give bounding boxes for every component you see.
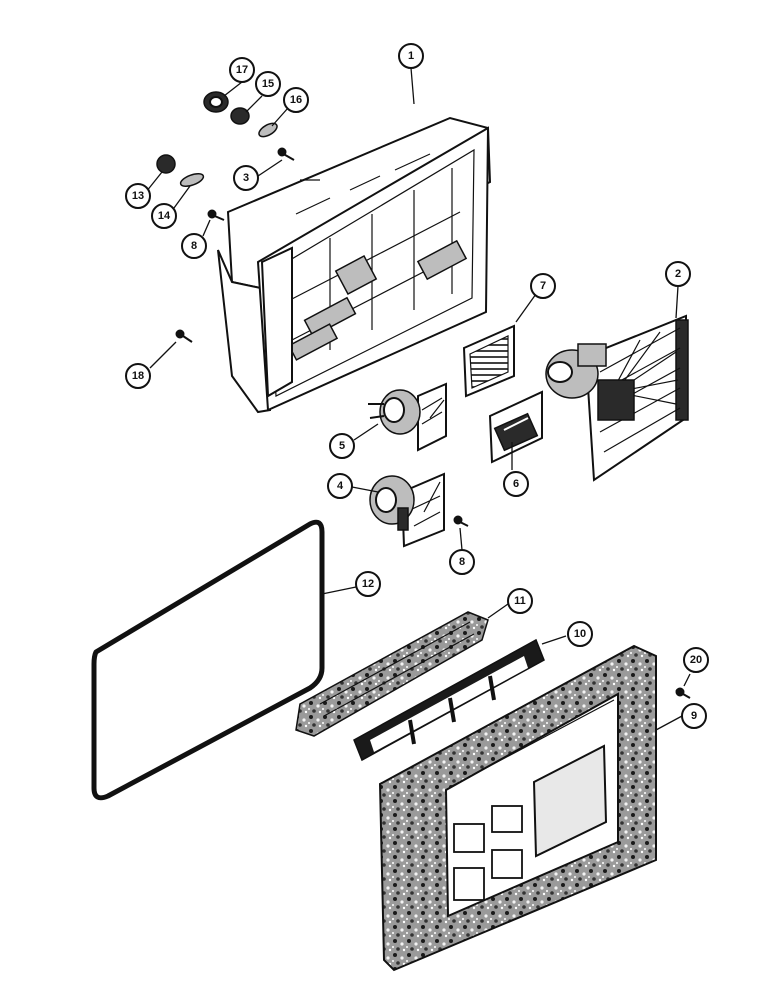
bezel-frame-10 [353, 638, 545, 762]
svg-text:1: 1 [408, 50, 414, 62]
callout-3: 3 [233, 165, 259, 191]
svg-text:9: 9 [691, 710, 697, 722]
callout-8-upper: 8 [181, 233, 207, 259]
callout-12: 12 [355, 571, 381, 597]
svg-text:17: 17 [236, 64, 248, 76]
svg-text:13: 13 [132, 190, 144, 202]
svg-text:14: 14 [158, 210, 171, 222]
svg-text:11: 11 [514, 595, 526, 607]
callout-2: 2 [665, 261, 691, 287]
svg-text:6: 6 [513, 478, 519, 490]
svg-text:16: 16 [290, 94, 302, 106]
callout-5: 5 [329, 433, 355, 459]
svg-text:4: 4 [337, 480, 344, 492]
svg-text:2: 2 [675, 268, 681, 280]
front-panel-9 [378, 644, 657, 972]
svg-text:12: 12 [362, 578, 374, 590]
callout-4: 4 [327, 473, 353, 499]
callout-20: 20 [683, 647, 709, 673]
callout-7: 7 [530, 273, 556, 299]
callout-10: 10 [567, 621, 593, 647]
svg-text:8: 8 [459, 556, 465, 568]
gauge-4 [369, 472, 445, 548]
lens-panel-11 [295, 611, 489, 737]
socket-13 [156, 154, 176, 174]
svg-text:7: 7 [540, 280, 546, 292]
grille-panel-7 [462, 324, 515, 398]
screw-20 [675, 687, 691, 699]
gauge-5 [368, 382, 447, 452]
svg-text:20: 20 [690, 654, 702, 666]
bulb-socket-15 [230, 107, 250, 125]
callout-8-lower: 8 [449, 549, 475, 575]
svg-text:5: 5 [339, 440, 345, 452]
callout-14: 14 [151, 203, 177, 229]
bulb-17 [203, 91, 229, 113]
gasket-12 [91, 519, 325, 801]
clip-14 [179, 173, 205, 187]
instrument-housing [217, 116, 492, 414]
callout-13: 13 [125, 183, 151, 209]
screw-3 [277, 147, 295, 161]
callout-11: 11 [507, 588, 533, 614]
indicator-panel-6 [488, 390, 543, 464]
callout-16: 16 [283, 87, 309, 113]
svg-text:18: 18 [132, 370, 144, 382]
svg-text:15: 15 [262, 78, 274, 90]
callout-17: 17 [229, 57, 255, 83]
svg-text:10: 10 [574, 628, 586, 640]
callout-6: 6 [503, 471, 529, 497]
callout-18: 18 [125, 363, 151, 389]
callout-15: 15 [255, 71, 281, 97]
screw-18 [175, 329, 193, 343]
large-gauge-assembly [545, 314, 689, 482]
screw-8-upper [207, 209, 225, 221]
svg-text:8: 8 [191, 240, 197, 252]
leader-lines [145, 67, 691, 731]
clip-16 [258, 122, 278, 138]
callout-1: 1 [398, 43, 424, 69]
callout-9: 9 [681, 703, 707, 729]
screw-8-lower [453, 515, 469, 527]
svg-text:3: 3 [243, 172, 249, 184]
